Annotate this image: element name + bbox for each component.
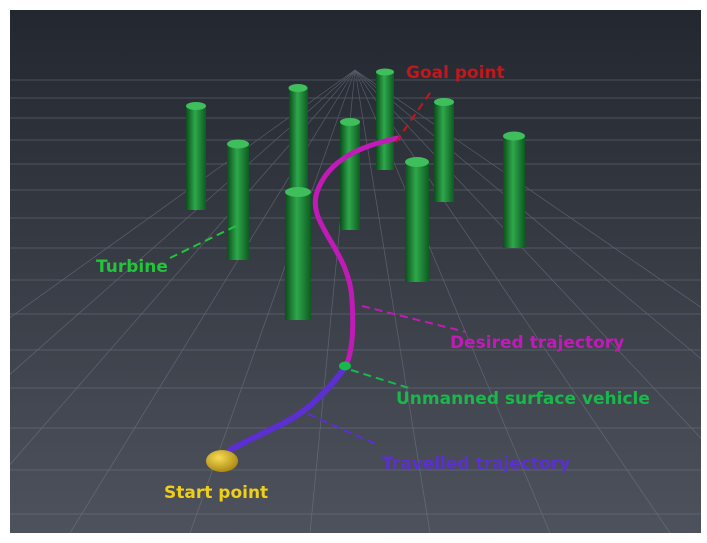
- start-point-label: Start point: [164, 483, 268, 503]
- turbine: [340, 118, 360, 230]
- turbine: [434, 98, 454, 202]
- desired-trajectory-path: [312, 135, 401, 369]
- turbine: [288, 84, 308, 190]
- goal-point-label: Goal point: [406, 63, 505, 83]
- usv-marker: [339, 361, 351, 371]
- turbine: [227, 139, 249, 260]
- turbine: [376, 68, 394, 170]
- desired-leader-line: [361, 305, 467, 333]
- travelled-trajectory-path: [227, 363, 349, 453]
- travelled-trajectory-label: Travelled trajectory: [382, 454, 570, 474]
- turbine-group: [186, 68, 525, 320]
- scene-background: [10, 10, 701, 533]
- desired-trajectory-label: Desired trajectory: [450, 333, 624, 353]
- start-point-marker: [206, 450, 238, 472]
- turbine: [503, 131, 525, 248]
- usv-scene-diagram: Goal point Turbine Desired trajectory Un…: [10, 10, 701, 533]
- usv-label: Unmanned surface vehicle: [396, 389, 650, 409]
- leader-lines: [169, 89, 467, 446]
- turbine: [285, 187, 311, 320]
- turbine: [186, 102, 206, 210]
- turbine: [405, 157, 429, 282]
- usv-leader-line: [350, 369, 413, 390]
- goal-leader-line: [395, 89, 433, 143]
- turbine-label: Turbine: [96, 257, 168, 277]
